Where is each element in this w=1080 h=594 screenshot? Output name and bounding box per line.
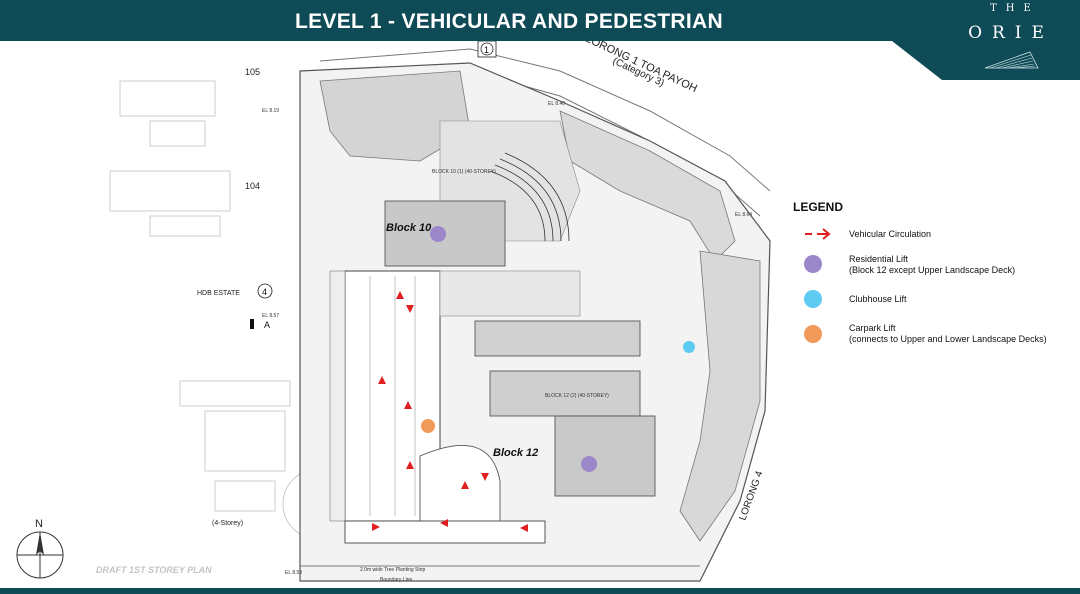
road-marker-1: 1 [477, 41, 497, 58]
label-105: 105 [245, 67, 260, 77]
central-court [439, 270, 581, 317]
site-plan: 105 104 HDB ESTATE (4-Storey) Block 10 B… [16, 41, 771, 583]
legend-label-carpark: Carpark Lift [849, 323, 896, 333]
note-block-10: BLOCK 10 (1) (40-STOREY) [432, 169, 496, 175]
footer-bar [0, 588, 1080, 594]
legend-sub-carpark: (connects to Upper and Lower Landscape D… [849, 334, 1047, 344]
block-12-footprint [489, 370, 641, 417]
carpark-lift [421, 419, 435, 433]
carpark-lift-swatch [804, 325, 822, 343]
residential-lift-block-10 [430, 226, 446, 242]
drop-off-curve [419, 444, 501, 532]
label-four-storey: (4-Storey) [212, 520, 243, 527]
vehicular-arrow-icon [805, 228, 831, 240]
legend: LEGEND Vehicular Circulation Residential… [780, 190, 1080, 360]
clubhouse [554, 415, 656, 497]
pool [474, 320, 641, 357]
label-el-3: EL 8.53 [285, 570, 302, 576]
road-marker-4: 4 [257, 283, 273, 299]
svg-text:1: 1 [484, 45, 489, 55]
carpark [329, 270, 441, 522]
north-label: N [35, 518, 43, 530]
label-el-4: EL 8.40 [548, 101, 565, 107]
residential-lift-block-12 [581, 456, 597, 472]
legend-label-residential: Residential Lift [849, 254, 909, 264]
clubhouse-lift [683, 341, 695, 353]
residential-lift-swatch [804, 255, 822, 273]
brand-the: THE [990, 3, 1040, 14]
label-el-1: EL 8.19 [262, 108, 279, 114]
logo-mark [984, 51, 1039, 69]
svg-text:A: A [264, 320, 270, 330]
label-block-10: Block 10 [386, 222, 432, 234]
label-planting-strip: 2.0m wide Tree Planting Strip [360, 567, 426, 573]
label-hdb-estate: HDB ESTATE [197, 290, 240, 297]
clubhouse-lift-swatch [804, 290, 822, 308]
label-block-12: Block 12 [493, 447, 538, 459]
vehicular-arrows [372, 291, 528, 532]
label-boundary-line: Boundary Line [380, 577, 412, 583]
note-block-12: BLOCK 12 (2) (40-STOREY) [545, 393, 609, 399]
legend-sub-residential: (Block 12 except Upper Landscape Deck) [849, 265, 1016, 275]
svg-text:4: 4 [262, 287, 267, 297]
label-draft: DRAFT 1ST STOREY PLAN [96, 565, 212, 575]
header-bar [0, 0, 1080, 41]
section-marker-a: A [250, 319, 270, 330]
legend-label-vehicular: Vehicular Circulation [849, 229, 932, 239]
label-el-5: EL 8.64 [735, 212, 752, 218]
legend-title: LEGEND [793, 200, 844, 214]
logo-tab [892, 0, 1080, 80]
legend-label-clubhouse: Clubhouse Lift [849, 294, 907, 304]
north-arrow: N [16, 518, 64, 579]
brand-name: ORIE [968, 23, 1054, 43]
ramp-stripes [489, 152, 570, 242]
label-104: 104 [245, 181, 260, 191]
label-el-2: EL 8.57 [262, 313, 279, 319]
